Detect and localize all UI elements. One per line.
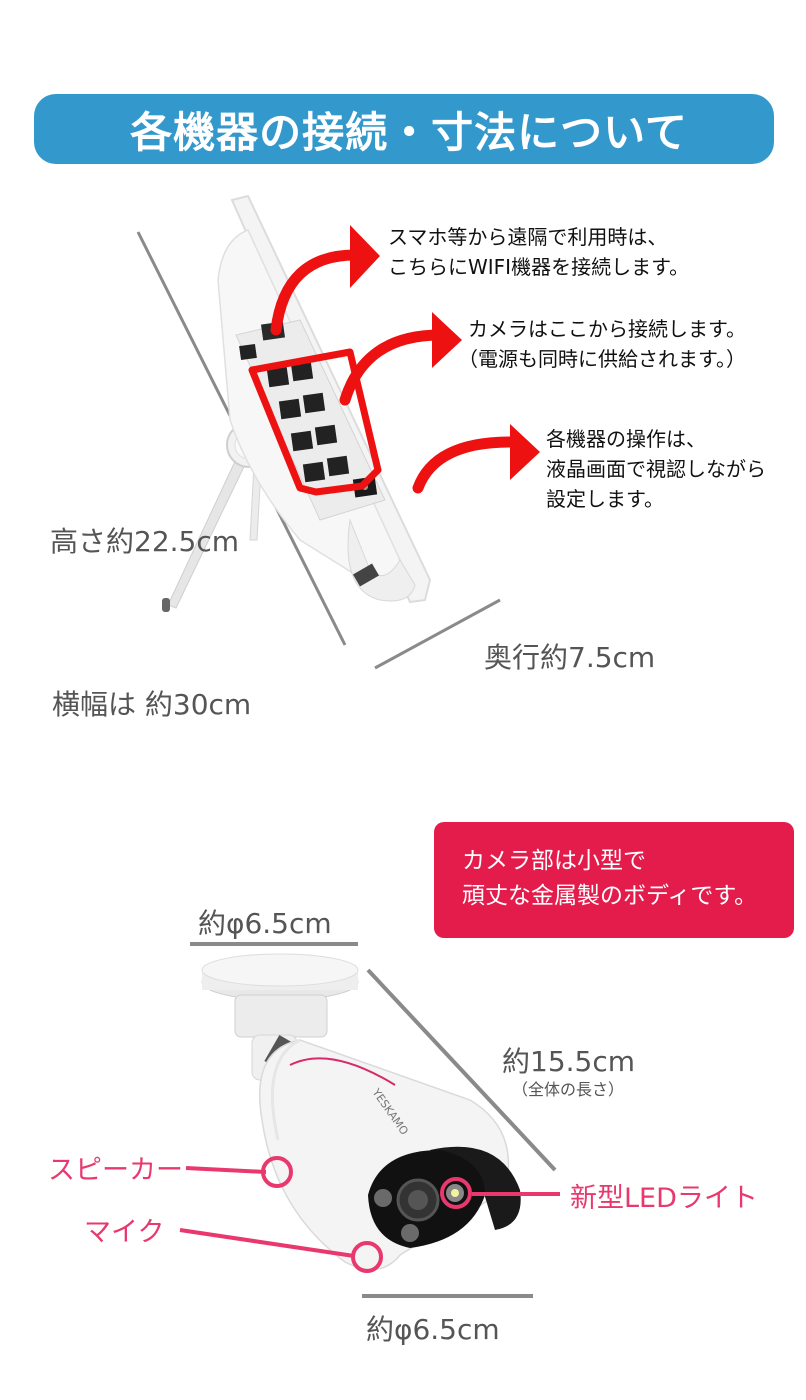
- screen-callout: 各機器の操作は、 液晶画面で視認しながら 設定します。: [546, 424, 766, 514]
- wifi-callout: スマホ等から遠隔で利用時は、 こちらにWIFI機器を接続します。: [388, 222, 689, 282]
- camera-bottom-diameter-label: 約φ6.5cm: [366, 1313, 500, 1346]
- page-title: 各機器の接続・寸法について: [130, 107, 688, 157]
- callout-arrowheads: [350, 225, 540, 480]
- camera-length-note: （全体の長さ）: [512, 1080, 625, 1099]
- wifi-callout-line2: こちらにWIFI機器を接続します。: [388, 255, 690, 279]
- led-light-label: 新型LEDライト: [570, 1183, 758, 1214]
- camera-illustration: YESKAMO: [201, 953, 521, 1271]
- mic-label: マイク: [84, 1217, 165, 1248]
- part-pointers: [179, 1156, 560, 1273]
- camera-port-callout: カメラはここから接続します。 （電源も同時に供給されます。）: [458, 314, 746, 374]
- nvr-depth-label: 奥行約7.5cm: [484, 641, 656, 674]
- screen-callout-line1: 各機器の操作は、: [546, 427, 706, 451]
- title-banner: 各機器の接続・寸法について: [34, 94, 774, 164]
- camera-port-callout-line1: カメラはここから接続します。: [468, 317, 746, 341]
- feature-box-line2: 頑丈な金属製のボディです。: [462, 883, 758, 909]
- camera-feature-box: カメラ部は小型で 頑丈な金属製のボディです。: [434, 822, 794, 938]
- screen-callout-line2: 液晶画面で視認しながら: [546, 457, 766, 481]
- callout-arrows: [270, 249, 516, 494]
- wifi-callout-line1: スマホ等から遠隔で利用時は、: [388, 225, 668, 249]
- screen-callout-line3: 設定します。: [546, 487, 664, 511]
- camera-length-label: 約15.5cm: [502, 1045, 636, 1078]
- feature-box-line1: カメラ部は小型で: [462, 848, 646, 874]
- nvr-width-label: 横幅は 約30cm: [52, 688, 252, 721]
- nvr-height-label: 高さ約22.5cm: [50, 525, 240, 558]
- camera-dimension-lines: [190, 942, 557, 1298]
- camera-top-diameter-label: 約φ6.5cm: [198, 907, 332, 940]
- speaker-label: スピーカー: [48, 1155, 183, 1186]
- camera-port-callout-line2: （電源も同時に供給されます。）: [458, 347, 746, 371]
